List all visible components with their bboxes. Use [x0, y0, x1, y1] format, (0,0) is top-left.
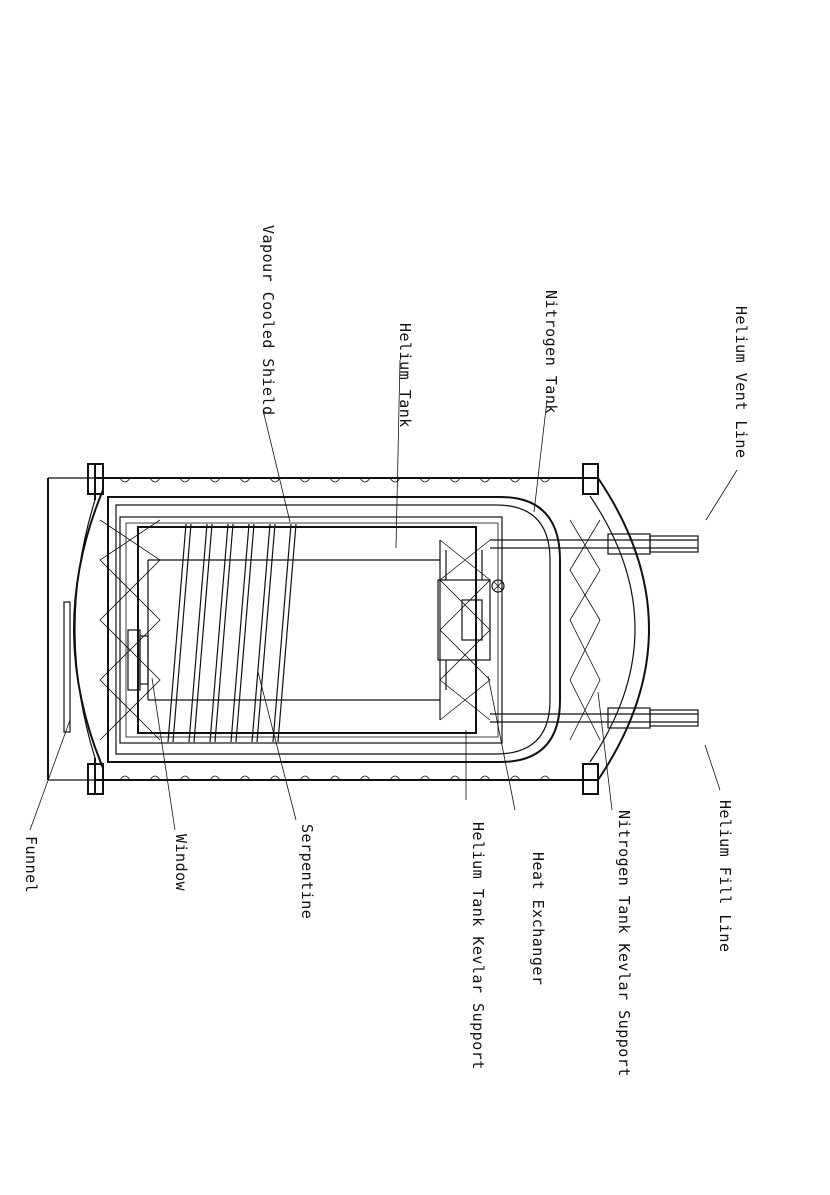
- labels: Helium Vent Line Nitrogen Tank Helium Ta…: [22, 225, 750, 1077]
- rib: [539, 775, 551, 781]
- leader-lines: [29, 359, 738, 831]
- label-nitrogen-tank-kevlar-support: Nitrogen Tank Kevlar Support: [615, 810, 633, 1077]
- rib: [269, 477, 281, 483]
- serpentine-tube: [214, 523, 234, 743]
- rib: [179, 775, 191, 781]
- serpentine-tube: [235, 523, 255, 743]
- rib: [449, 775, 461, 781]
- serpentine-tube: [209, 523, 229, 743]
- rib: [239, 775, 251, 781]
- label-window: Window: [172, 834, 190, 892]
- heat-exchanger: [437, 550, 505, 690]
- rib: [509, 775, 521, 781]
- serpentine-tube: [167, 523, 187, 743]
- serpentine-tube: [230, 523, 250, 743]
- label-helium-tank-kevlar-support: Helium Tank Kevlar Support: [469, 822, 487, 1070]
- rib: [389, 477, 401, 483]
- rib: [329, 775, 341, 781]
- rib: [299, 477, 311, 483]
- outer-vessel: [87, 463, 599, 795]
- rib: [119, 477, 131, 483]
- rib: [209, 477, 221, 483]
- top-dome: [589, 477, 650, 781]
- label-serpentine: Serpentine: [298, 824, 316, 919]
- rib: [179, 477, 191, 483]
- helium-lines: [490, 533, 699, 729]
- rib: [269, 775, 281, 781]
- serpentine-tube: [193, 523, 213, 743]
- rib: [479, 775, 491, 781]
- kevlar-supports: [99, 519, 601, 741]
- serpentine-tube: [272, 523, 292, 743]
- label-helium-fill-line: Helium Fill Line: [716, 800, 734, 953]
- serpentine-tube: [256, 523, 276, 743]
- rib: [149, 775, 161, 781]
- rib: [419, 477, 431, 483]
- label-funnel: Funnel: [22, 836, 40, 893]
- rib: [449, 477, 461, 483]
- serpentine-tube: [277, 523, 297, 743]
- rib: [539, 477, 551, 483]
- rib: [389, 775, 401, 781]
- rib: [149, 477, 161, 483]
- vapour-cooled-shield: [119, 516, 503, 744]
- rib: [119, 775, 131, 781]
- rib: [329, 477, 341, 483]
- rib: [509, 477, 521, 483]
- label-vapour-cooled-shield: Vapour Cooled Shield: [259, 225, 277, 416]
- rib: [209, 775, 221, 781]
- helium-tank: [137, 526, 477, 734]
- rib: [359, 477, 371, 483]
- label-heat-exchanger: Heat Exchanger: [529, 852, 547, 985]
- rib: [299, 775, 311, 781]
- funnel-assembly: [47, 477, 104, 781]
- rib: [359, 775, 371, 781]
- rib: [479, 477, 491, 483]
- label-helium-vent-line: Helium Vent Line: [732, 306, 750, 459]
- serpentine-tube: [188, 523, 208, 743]
- serpentine-coils: [167, 523, 297, 743]
- nitrogen-tank: [107, 496, 561, 763]
- label-nitrogen-tank: Nitrogen Tank: [542, 290, 560, 414]
- serpentine-tube: [251, 523, 271, 743]
- vessel-ribs: [119, 477, 551, 781]
- serpentine-tube: [172, 523, 192, 743]
- label-helium-tank: Helium Tank: [396, 323, 414, 428]
- rib: [419, 775, 431, 781]
- rib: [239, 477, 251, 483]
